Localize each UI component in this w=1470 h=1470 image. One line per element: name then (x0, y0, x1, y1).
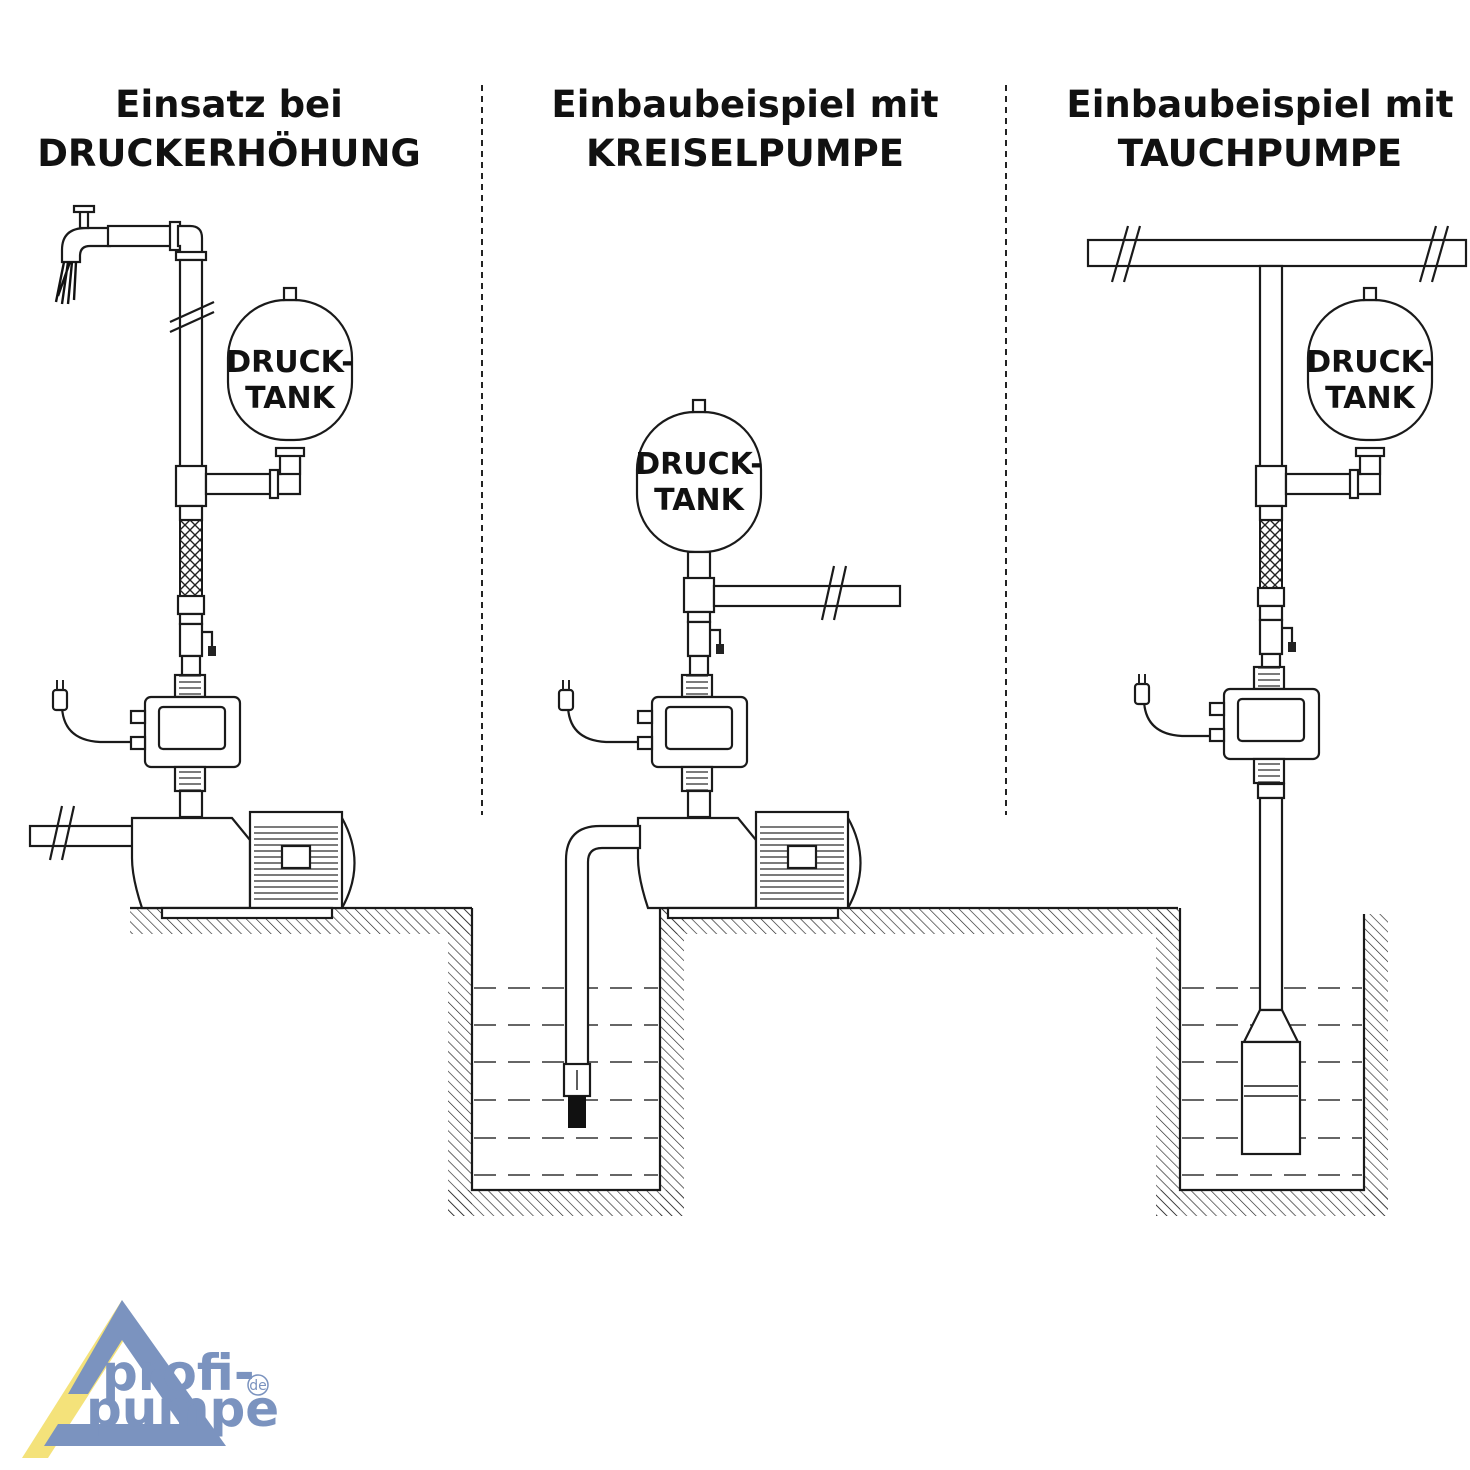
tank-3-label-line2: TANK (1325, 381, 1416, 416)
pressure-tank-3: DRUCK- TANK (1306, 286, 1434, 442)
water-well-1 (474, 987, 658, 1176)
panel-1-title-line1: Einsatz bei (115, 83, 343, 126)
foot-valve-icon (568, 1096, 586, 1128)
tank-2-label-line1: DRUCK- (635, 447, 762, 482)
logo-line2: pumpe (86, 1380, 279, 1438)
panel-3-title-line1: Einbaubeispiel mit (1066, 83, 1453, 126)
panel-title-3: Einbaubeispiel mit TAUCHPUMPE (1066, 83, 1453, 175)
centrifugal-pump-2 (636, 810, 862, 920)
faucet-icon (54, 204, 112, 305)
panel-title-1: Einsatz bei DRUCKERHÖHUNG (37, 83, 421, 175)
panel-2-installation: DRUCK- TANK (557, 398, 902, 1128)
panel-2-title-line2: KREISELPUMPE (586, 132, 904, 175)
suction-pipe (564, 824, 642, 1068)
submersible-pump (1240, 1040, 1302, 1156)
panel-title-2: Einbaubeispiel mit KREISELPUMPE (551, 83, 938, 175)
panel-2-title-line1: Einbaubeispiel mit (551, 83, 938, 126)
power-plug-icon (51, 678, 69, 712)
power-cable-1 (60, 699, 131, 744)
panel-1-title-line2: DRUCKERHÖHUNG (37, 131, 421, 175)
pressure-controller-2 (636, 673, 749, 793)
pressure-tank-1: DRUCK- TANK (226, 286, 354, 442)
power-cable-3 (1142, 693, 1210, 738)
profi-pumpe-logo: profi- pumpe de (22, 1300, 279, 1458)
pressure-controller-3 (1208, 665, 1321, 785)
panel-1-installation: DRUCK- TANK (28, 204, 356, 920)
tank-2-label-line2: TANK (654, 483, 745, 518)
centrifugal-pump-1 (130, 810, 356, 920)
tank-1-label-line1: DRUCK- (226, 345, 353, 380)
pressure-controller-1 (129, 673, 242, 793)
panel-3-installation: DRUCK- TANK (1086, 225, 1468, 1156)
power-plug-icon (1133, 672, 1151, 706)
tank-3-label-line1: DRUCK- (1306, 345, 1433, 380)
logo-line1: profi- (102, 1344, 255, 1402)
panel-3-title-line2: TAUCHPUMPE (1118, 132, 1402, 175)
tank-1-label-line2: TANK (245, 381, 336, 416)
power-cable-2 (566, 699, 638, 744)
logo-suffix: de (249, 1378, 267, 1394)
power-plug-icon (557, 678, 575, 712)
pressure-tank-2: DRUCK- TANK (635, 398, 763, 554)
